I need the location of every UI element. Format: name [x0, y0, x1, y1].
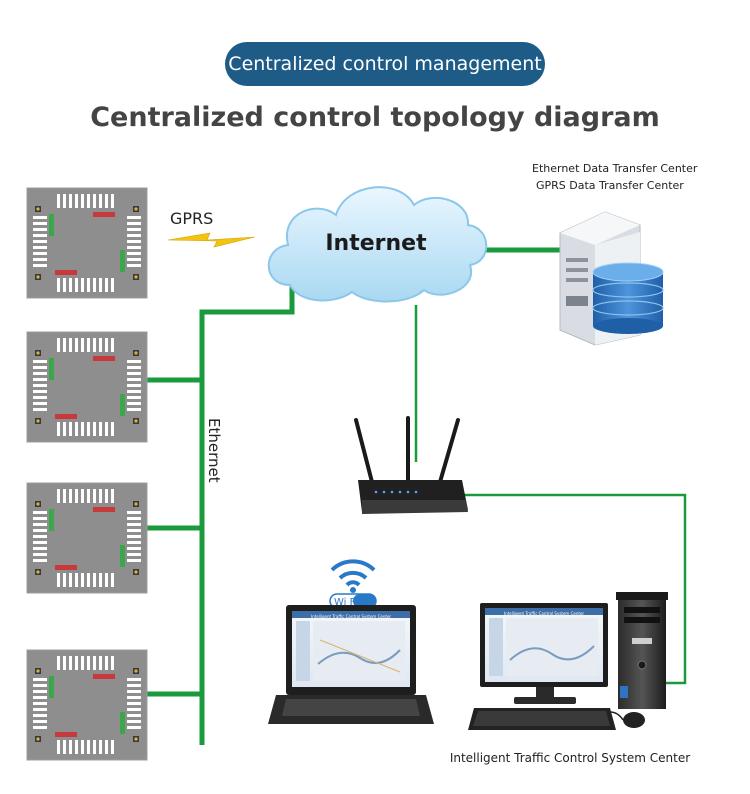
database-icon: [592, 262, 664, 334]
intersection-1: [26, 187, 148, 299]
wifi-label: Wi Fi: [334, 597, 357, 608]
cloud-label: Internet: [325, 231, 427, 256]
cloud-icon: [267, 186, 488, 303]
server-label-2: GPRS Data Transfer Center: [536, 179, 684, 192]
ethernet-label: Ethernet: [205, 418, 223, 483]
laptop-screen-title: Intelligent Traffic Control System Cente…: [311, 614, 391, 619]
footer-label: Intelligent Traffic Control System Cente…: [450, 751, 690, 765]
gprs-label: GPRS: [170, 209, 213, 228]
pc-tower-icon: [616, 592, 668, 709]
router-links: [414, 305, 687, 685]
lightning-icon: [167, 232, 256, 248]
intersection-2: [26, 331, 148, 443]
laptop-icon: [268, 605, 434, 724]
header-badge: Centralized control management: [225, 42, 545, 86]
monitor-screen-title: Intelligent Traffic Control System Cente…: [504, 611, 584, 616]
router-icon: [354, 416, 468, 514]
wifi-icon: [329, 559, 377, 609]
desktop-monitor-icon: [480, 603, 608, 704]
intersection-3: [26, 482, 148, 594]
intersection-4: [26, 649, 148, 761]
diagram-title: Centralized control topology diagram: [90, 102, 660, 133]
server-label-1: Ethernet Data Transfer Center: [532, 162, 698, 175]
mouse-icon: [609, 711, 645, 728]
ethernet-links: [147, 247, 562, 745]
keyboard-icon: [468, 708, 616, 730]
